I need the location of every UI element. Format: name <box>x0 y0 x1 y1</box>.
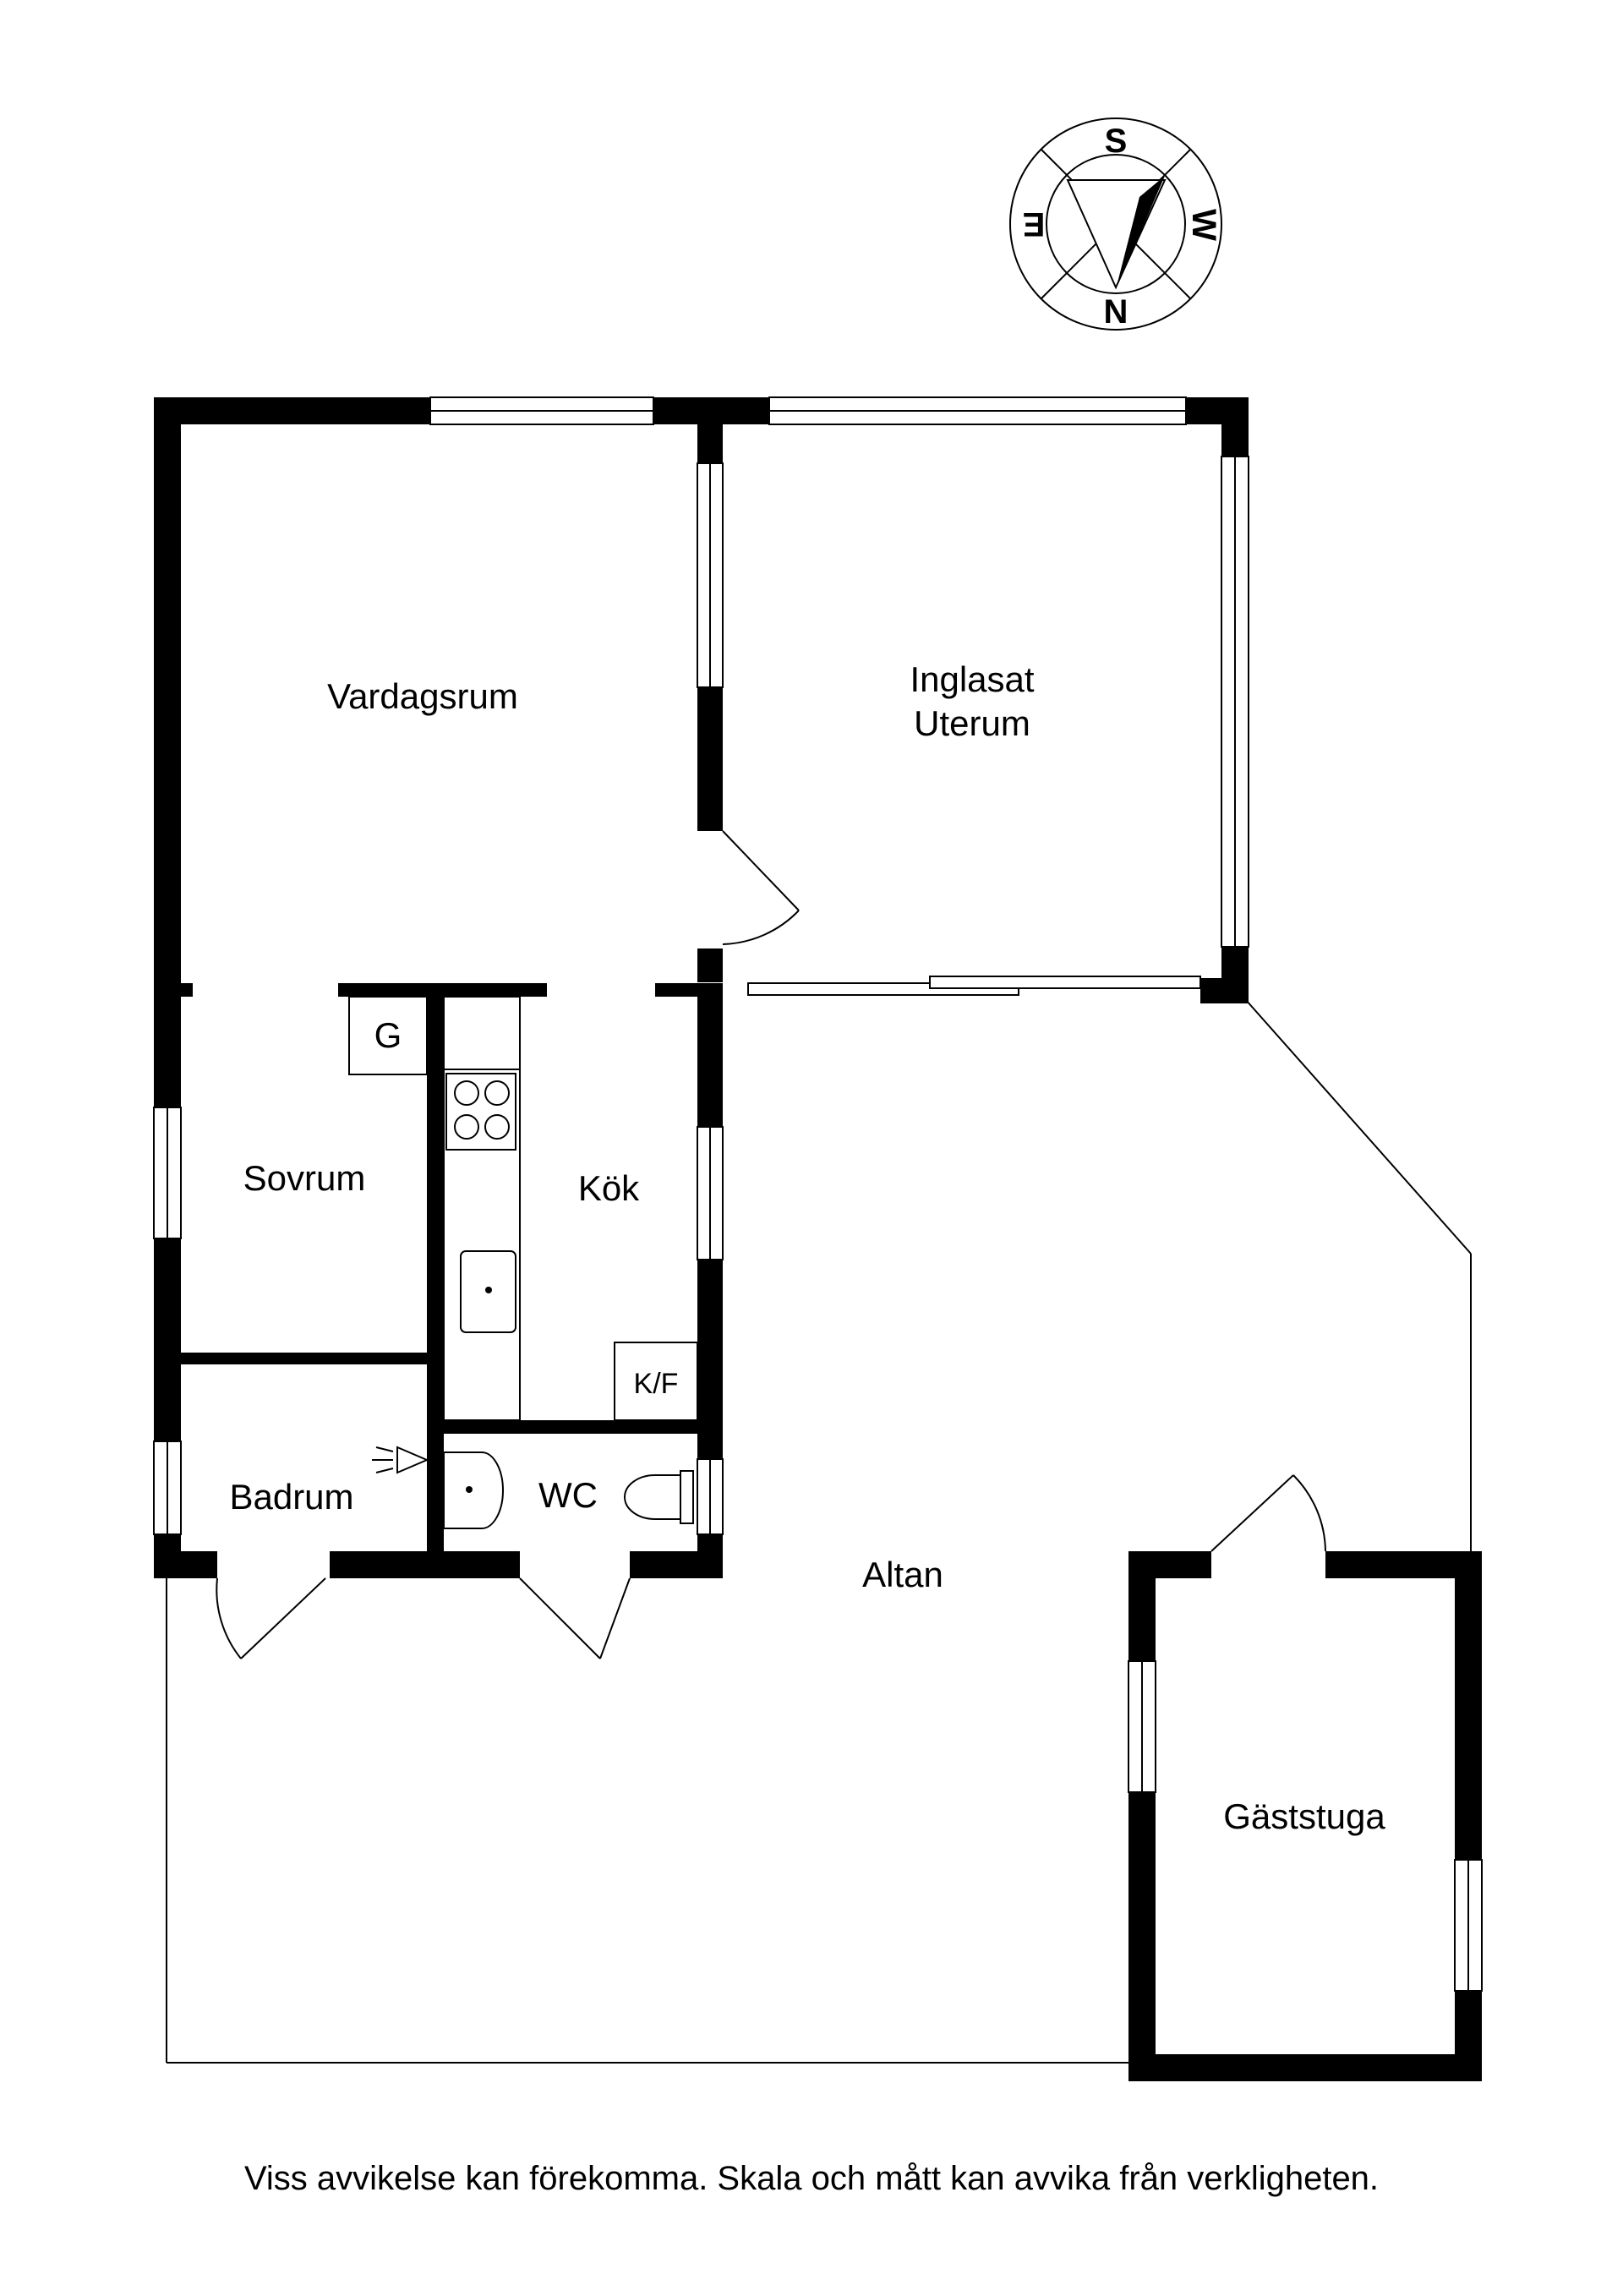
kitchen-counter <box>443 996 521 1421</box>
toilet-tank <box>680 1470 694 1524</box>
compass-west-label: W <box>1185 209 1222 241</box>
fridge-freezer-label: K/F <box>634 1368 679 1400</box>
room-label-kok: Kök <box>578 1168 640 1208</box>
g-label: G <box>374 1015 402 1055</box>
compass-north-label: N <box>1104 293 1128 331</box>
fridge-freezer-box <box>614 1342 698 1421</box>
compass-needle-fill <box>1116 176 1165 289</box>
washbasin-icon <box>443 1451 504 1529</box>
disclaimer-text: Viss avvikelse kan förekomma. Skala och … <box>244 2160 1379 2197</box>
gaststuga-walls <box>1128 1551 1483 2081</box>
room-label-sovrum: Sovrum <box>243 1158 366 1198</box>
compass: S N W E <box>1009 118 1222 331</box>
room-label-uterum-line1: Inglasat <box>910 659 1034 699</box>
room-labels: Vardagsrum Inglasat Uterum Sovrum Kök Ba… <box>229 659 1385 1836</box>
room-label-badrum: Badrum <box>229 1477 353 1517</box>
light-icon <box>396 1446 429 1474</box>
windows <box>153 396 1249 1535</box>
room-label-wc: WC <box>538 1475 598 1515</box>
doors <box>216 830 1326 1659</box>
compass-outer-ring <box>1009 118 1222 331</box>
compass-inner-ring <box>1046 154 1186 294</box>
compass-south-label: S <box>1105 123 1128 160</box>
house-walls <box>154 397 1249 1578</box>
bathroom-fixtures <box>372 1446 694 1529</box>
compass-east-label: E <box>1023 205 1046 243</box>
stove-icon <box>445 1073 516 1151</box>
toilet-icon <box>624 1474 681 1520</box>
sink-icon <box>460 1250 516 1333</box>
g-box <box>348 996 428 1075</box>
room-label-altan: Altan <box>862 1555 943 1594</box>
altan-outline <box>166 999 1472 2064</box>
room-label-vardagsrum: Vardagsrum <box>327 676 518 716</box>
room-label-gaststuga: Gäststuga <box>1223 1796 1385 1836</box>
sliding-door-right <box>929 976 1201 989</box>
kitchen-fixtures: K/F G <box>348 996 698 1421</box>
room-label-uterum-line2: Uterum <box>914 703 1030 743</box>
